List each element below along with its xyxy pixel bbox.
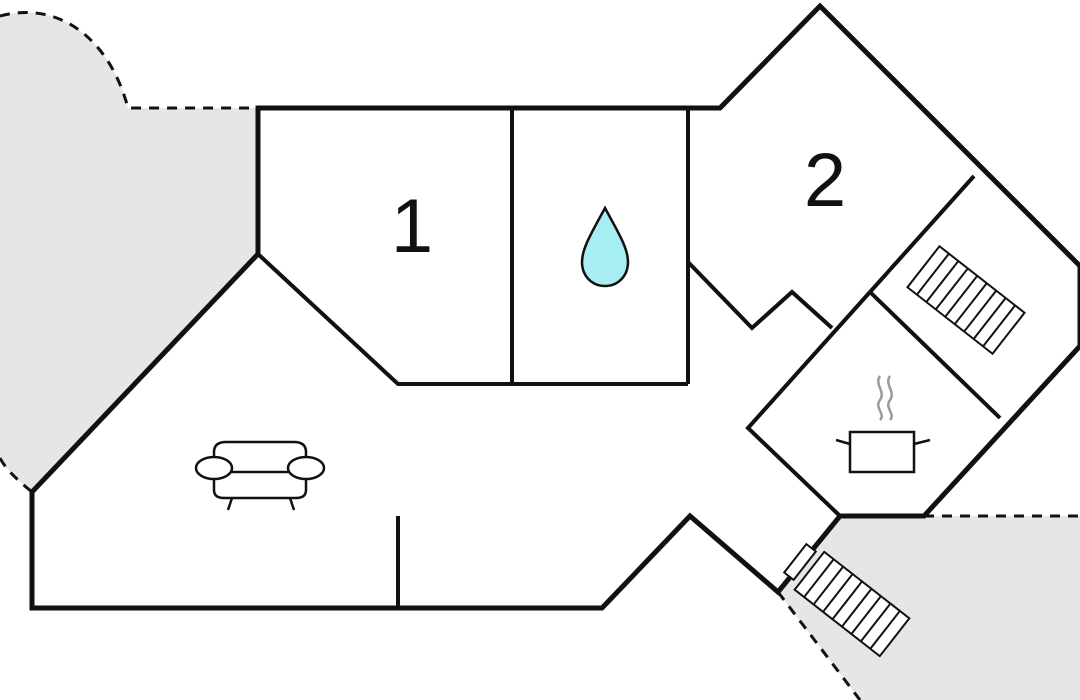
outdoor-areas: [0, 11, 1080, 700]
wall-bedroom2-stairs: [868, 174, 976, 294]
stairs-icon: [906, 244, 1026, 356]
outdoor-stairs-icon: [782, 542, 911, 658]
cooking-pot-icon: [835, 375, 931, 474]
wall-bedroom2-step: [686, 260, 834, 331]
wall-bedroom1-diagonal: [256, 252, 688, 386]
wall-kitchen: [745, 290, 872, 518]
terrace-left-border-lower: [0, 457, 33, 494]
terrace-right-border-lower: [776, 591, 862, 700]
terrace-left: [0, 12, 258, 493]
interior-walls: [256, 108, 1002, 608]
water-drop-icon: [580, 205, 630, 288]
sofa-icon: [194, 440, 326, 511]
terrace-left-border: [0, 11, 258, 110]
terrace-right: [778, 516, 1080, 700]
wall-stairs-kitchen: [868, 290, 1002, 420]
room-label-1: 1: [391, 184, 433, 269]
room-label-2: 2: [804, 138, 846, 223]
